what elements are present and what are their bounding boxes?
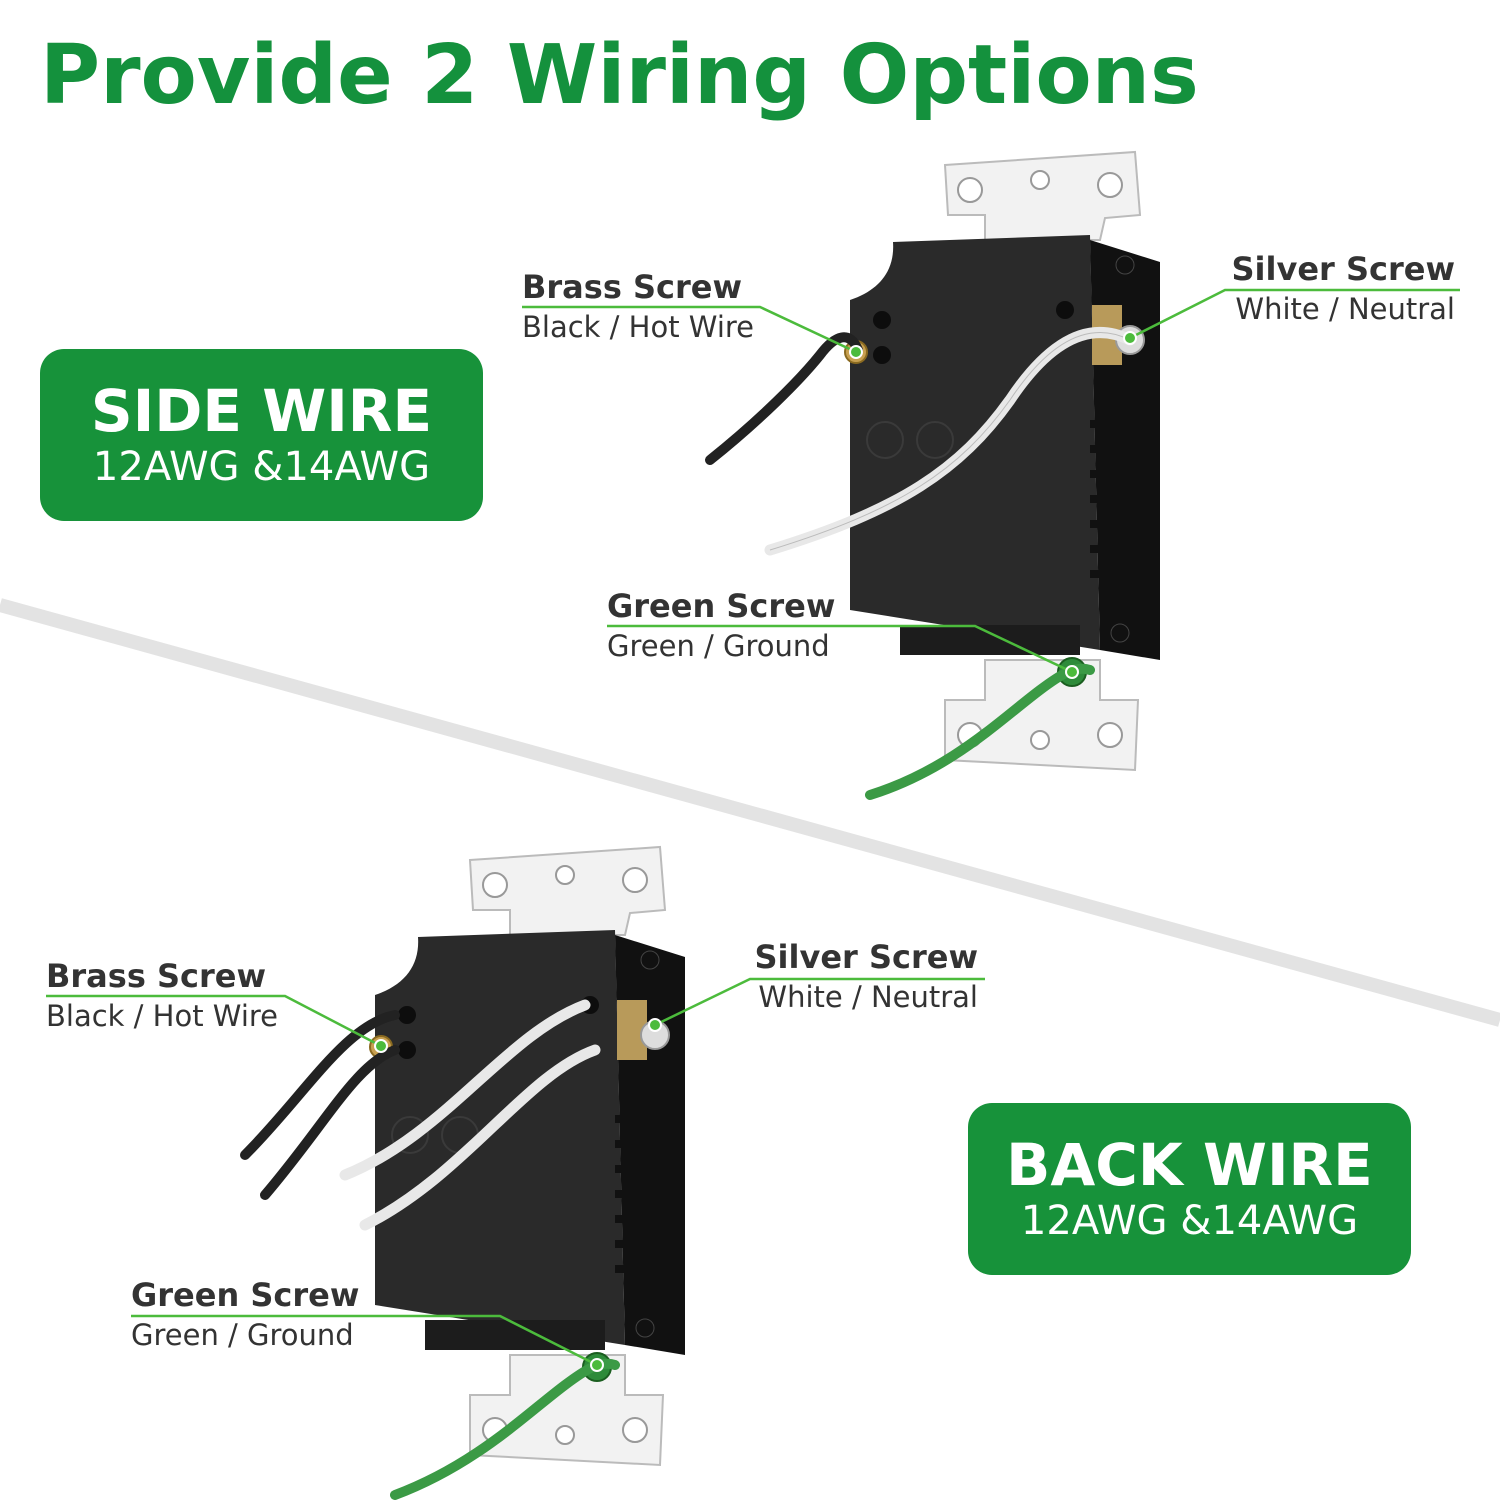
label-desc: Green / Ground bbox=[131, 1318, 354, 1352]
label-desc: White / Neutral bbox=[758, 980, 978, 1014]
side-wire-device bbox=[705, 151, 1161, 800]
back-brass-label: Brass Screw Black / Hot Wire bbox=[46, 956, 278, 1036]
back-wire-device bbox=[240, 846, 686, 1500]
back-wire-badge: BACK WIRE 12AWG &14AWG bbox=[968, 1103, 1411, 1275]
side-brass-label: Brass Screw Black / Hot Wire bbox=[522, 267, 754, 347]
label-title: Green Screw bbox=[131, 1276, 360, 1314]
label-title: Brass Screw bbox=[46, 957, 267, 995]
leader-lines bbox=[46, 288, 1460, 1367]
side-wire-badge: SIDE WIRE 12AWG &14AWG bbox=[40, 349, 483, 521]
side-wire-gauge: 12AWG &14AWG bbox=[92, 444, 431, 490]
back-ground-label: Green Screw Green / Ground bbox=[131, 1275, 359, 1355]
label-title: Brass Screw bbox=[522, 268, 743, 306]
label-title: Silver Screw bbox=[754, 938, 978, 976]
divider-line bbox=[0, 598, 1500, 1027]
back-silver-label: Silver Screw White / Neutral bbox=[754, 937, 978, 1017]
label-desc: White / Neutral bbox=[1235, 292, 1455, 326]
back-wire-heading: BACK WIRE bbox=[1006, 1131, 1373, 1199]
side-wire-heading: SIDE WIRE bbox=[90, 377, 433, 445]
back-wire-gauge: 12AWG &14AWG bbox=[1020, 1198, 1359, 1244]
side-ground-label: Green Screw Green / Ground bbox=[607, 586, 835, 666]
label-desc: Black / Hot Wire bbox=[522, 310, 755, 344]
label-title: Silver Screw bbox=[1231, 250, 1455, 288]
label-desc: Black / Hot Wire bbox=[46, 999, 279, 1033]
label-title: Green Screw bbox=[607, 587, 836, 625]
page-title: Provide 2 Wiring Options bbox=[40, 28, 1199, 123]
side-silver-label: Silver Screw White / Neutral bbox=[1231, 249, 1455, 329]
label-desc: Green / Ground bbox=[607, 629, 830, 663]
